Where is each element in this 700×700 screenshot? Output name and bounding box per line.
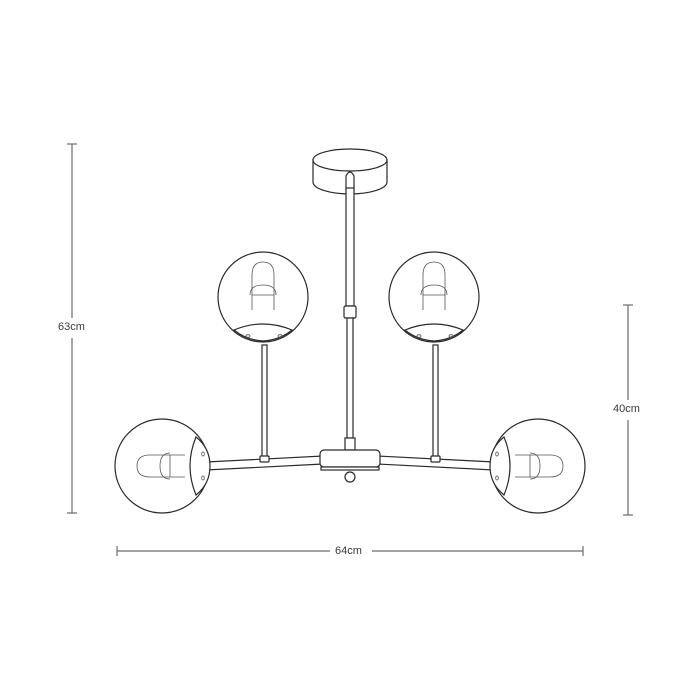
dimension-total-height bbox=[67, 143, 77, 514]
lower-right-globe bbox=[489, 418, 586, 514]
lower-left-globe bbox=[114, 418, 211, 514]
body-height-label: 40cm bbox=[611, 403, 642, 415]
central-hub bbox=[319, 449, 381, 483]
upper-right-globe bbox=[388, 251, 480, 343]
total-height-label: 63cm bbox=[56, 321, 87, 333]
right-arm bbox=[376, 344, 495, 471]
upper-left-globe bbox=[217, 251, 309, 343]
dimension-width bbox=[116, 546, 584, 556]
dimension-body-height bbox=[623, 304, 633, 516]
downrod bbox=[343, 171, 357, 451]
left-arm bbox=[205, 344, 324, 471]
width-label: 64cm bbox=[333, 545, 364, 557]
